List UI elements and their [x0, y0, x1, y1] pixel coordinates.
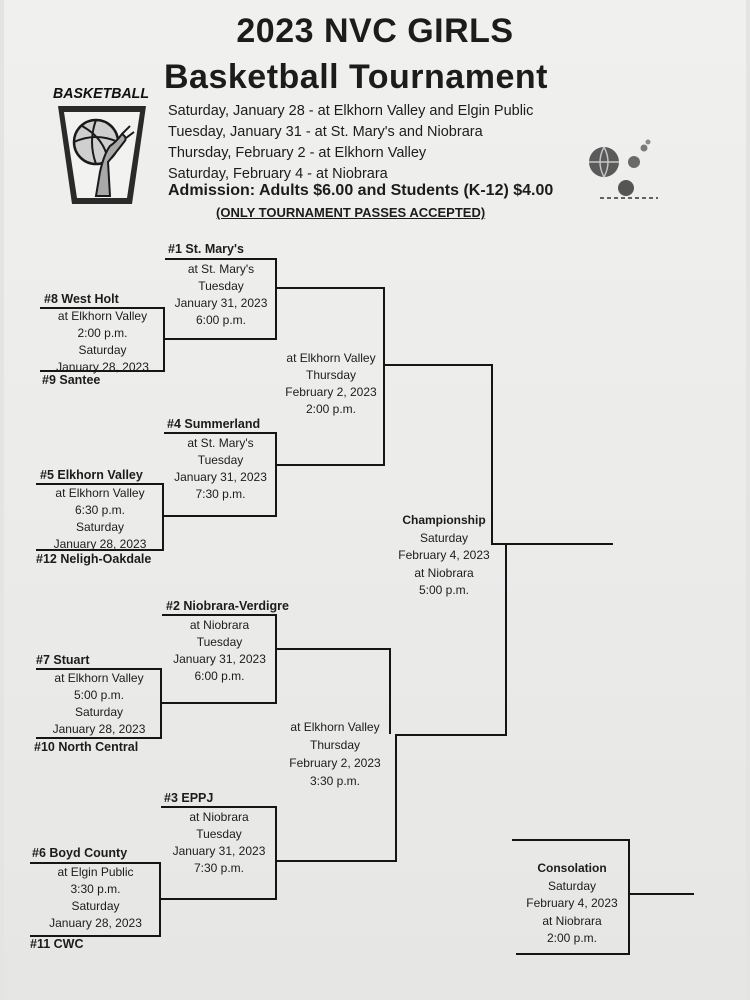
- team-summerland: #4 Summerland: [167, 417, 261, 431]
- team-cwc: #11 CWC: [30, 937, 84, 951]
- page-subtitle: Basketball Tournament: [164, 58, 548, 96]
- team-eppj: #3 EPPJ: [164, 791, 214, 805]
- game-info: at Elkhorn Valley 2:00 p.m. Saturday Jan…: [56, 309, 149, 374]
- team-santee: #9 Santee: [42, 373, 101, 387]
- game-info: at Niobrara Tuesday January 31, 2023 6:0…: [173, 618, 266, 683]
- game-info: at Elkhorn Valley 6:30 p.m. Saturday Jan…: [53, 486, 147, 551]
- semifinal-bottom-info: at Elkhorn Valley Thursday February 2, 2…: [289, 720, 381, 788]
- team-north-central: #10 North Central: [34, 740, 139, 754]
- passes-note: (ONLY TOURNAMENT PASSES ACCEPTED): [216, 205, 486, 220]
- game-info: at Elgin Public 3:30 p.m. Saturday Janua…: [49, 865, 142, 930]
- team-west-holt: #8 West Holt: [44, 292, 119, 306]
- team-boyd-county: #6 Boyd County: [32, 846, 128, 860]
- page-title: 2023 NVC GIRLS: [236, 12, 514, 50]
- game-info: at Elkhorn Valley 5:00 p.m. Saturday Jan…: [52, 671, 146, 736]
- game-info: at St. Mary's Tuesday January 31, 2023 6…: [174, 262, 268, 327]
- championship-label: Championship: [402, 513, 486, 527]
- schedule-line-1: Saturday, January 28 - at Elkhorn Valley…: [168, 103, 534, 119]
- team-stuart: #7 Stuart: [36, 653, 90, 667]
- logo-text: BASKETBALL: [53, 85, 149, 102]
- consolation-label: Consolation: [537, 861, 607, 875]
- team-niobrara-verdigre: #2 Niobrara-Verdigre: [166, 599, 289, 613]
- basketball-logo: BASKETBALL: [53, 85, 149, 204]
- admission-prices: Admission: Adults $6.00 and Students (K-…: [168, 182, 554, 199]
- basketballs-clipart: [589, 139, 658, 199]
- team-st-marys: #1 St. Mary's: [168, 242, 244, 256]
- game-info: at St. Mary's Tuesday January 31, 2023 7…: [174, 436, 267, 501]
- championship-info: Championship Saturday February 4, 2023 a…: [389, 512, 499, 600]
- schedule-line-3: Thursday, February 2 - at Elkhorn Valley: [168, 145, 427, 161]
- game-info: at Niobrara Tuesday January 31, 2023 7:3…: [172, 810, 266, 875]
- consolation-info: Consolation Saturday February 4, 2023 at…: [516, 860, 628, 948]
- team-neligh-oakdale: #12 Neligh-Oakdale: [36, 552, 152, 566]
- semifinal-top-info: at Elkhorn Valley Thursday February 2, 2…: [285, 351, 377, 416]
- schedule-line-4: Saturday, February 4 - at Niobrara: [168, 166, 388, 182]
- schedule-line-2: Tuesday, January 31 - at St. Mary's and …: [168, 124, 483, 140]
- team-elkhorn-valley: #5 Elkhorn Valley: [40, 468, 143, 482]
